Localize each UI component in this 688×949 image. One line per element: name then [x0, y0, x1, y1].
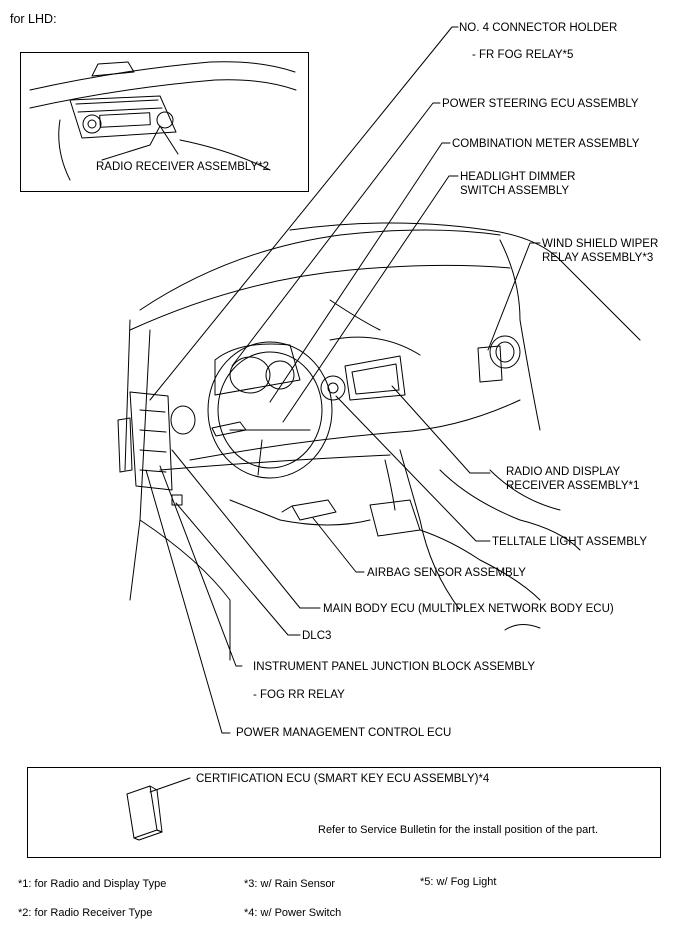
label-headlight-dimmer-2: SWITCH ASSEMBLY — [460, 185, 570, 197]
certification-ecu-inset — [27, 767, 661, 858]
footnote-1: *1: for Radio and Display Type — [18, 878, 167, 890]
inset-dashboard-sketch — [29, 61, 297, 181]
footnote-3: *3: w/ Rain Sensor — [244, 878, 336, 890]
label-main-body-ecu: MAIN BODY ECU (MULTIPLEX NETWORK BODY EC… — [323, 603, 614, 615]
label-airbag-sensor: AIRBAG SENSOR ASSEMBLY — [367, 567, 526, 579]
label-fog-rr-relay: - FOG RR RELAY — [253, 689, 345, 701]
label-wiper-relay-2: RELAY ASSEMBLY*3 — [542, 252, 654, 264]
service-bulletin-note: Refer to Service Bulletin for the instal… — [318, 824, 599, 836]
label-power-steering-ecu: POWER STEERING ECU ASSEMBLY — [442, 98, 639, 110]
main-dashboard-sketch — [117, 222, 641, 661]
label-instrument-panel-jb: INSTRUMENT PANEL JUNCTION BLOCK ASSEMBLY — [253, 661, 536, 673]
footnote-2: *2: for Radio Receiver Type — [18, 907, 153, 919]
footnote-5: *5: w/ Fog Light — [420, 876, 497, 888]
label-combination-meter: COMBINATION METER ASSEMBLY — [452, 138, 640, 150]
label-wiper-relay-1: WIND SHIELD WIPER — [542, 238, 659, 250]
leader-lines — [101, 26, 541, 734]
label-power-mgmt-ecu: POWER MANAGEMENT CONTROL ECU — [236, 727, 452, 739]
label-telltale-light: TELLTALE LIGHT ASSEMBLY — [492, 536, 648, 548]
label-radio-receiver: RADIO RECEIVER ASSEMBLY*2 — [96, 161, 269, 173]
label-radio-display-2: RECEIVER ASSEMBLY*1 — [506, 480, 640, 492]
label-headlight-dimmer-1: HEADLIGHT DIMMER — [460, 171, 576, 183]
radio-receiver-inset — [20, 52, 309, 192]
label-no4-connector-holder: NO. 4 CONNECTOR HOLDER — [459, 22, 618, 34]
certification-ecu-sketch — [126, 777, 191, 841]
variant-heading: for LHD: — [10, 12, 57, 26]
label-fr-fog-relay: - FR FOG RELAY*5 — [472, 49, 574, 61]
label-certification-ecu: CERTIFICATION ECU (SMART KEY ECU ASSEMBL… — [196, 773, 490, 785]
label-radio-display-1: RADIO AND DISPLAY — [506, 466, 621, 478]
footnote-4: *4: w/ Power Switch — [244, 907, 342, 919]
label-dlc3: DLC3 — [302, 630, 332, 642]
